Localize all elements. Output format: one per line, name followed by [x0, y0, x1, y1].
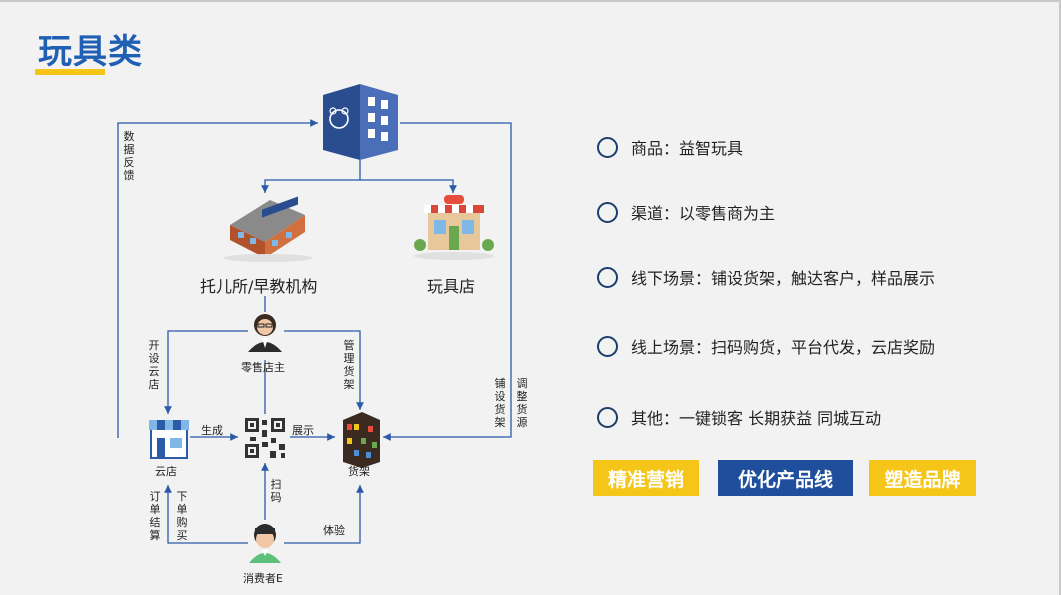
bullet-circle-icon — [597, 266, 618, 288]
consumer-avatar-icon — [249, 524, 281, 563]
edge-order-settle — [164, 485, 248, 544]
edge-building-to-shelf — [383, 122, 512, 441]
bullet-text: 渠道：以零售商为主 — [631, 204, 776, 223]
platform-building-icon — [323, 84, 398, 160]
edge-label-stock-shelf: 铺设货架 — [494, 377, 506, 429]
toy-store-icon — [414, 195, 494, 260]
edge-experience — [284, 485, 364, 544]
edge-retailer-to-cloudstore — [164, 330, 248, 414]
top-border — [0, 0, 1061, 2]
right-border — [1059, 0, 1061, 595]
edge-building-to-toystore — [360, 179, 457, 193]
edge-label-scan: 扫码 — [270, 478, 282, 504]
bullet-text: 线下场景：铺设货架，触达客户，样品展示 — [631, 269, 936, 288]
edge-label-display: 展示 — [292, 424, 314, 437]
qr-code-icon — [245, 418, 285, 458]
node-cloud-store-label: 云店 — [155, 465, 177, 478]
edge-label-place-order: 下单购买 — [176, 490, 188, 542]
bullet-text: 商品：益智玩具 — [631, 139, 744, 158]
bullet-text: 其他：一键锁客 长期获益 同城互动 — [631, 409, 882, 428]
edge-label-generate: 生成 — [201, 424, 223, 437]
bullet-circle-icon — [597, 136, 618, 158]
cloud-store-icon — [149, 420, 189, 459]
node-toy-store-label: 玩具店 — [427, 277, 476, 296]
edge-label-open-cloud-store: 开设云店 — [148, 339, 160, 391]
bullet-item: 线下场景：铺设货架，触达客户，样品展示 — [597, 265, 935, 289]
edge-label-adjust-source: 调整货源 — [516, 377, 528, 429]
node-daycare-label: 托儿所/早教机构 — [200, 277, 318, 296]
node-retailer-label: 零售店主 — [241, 361, 285, 374]
title-underline — [35, 69, 105, 75]
edge-retailer-to-shelf — [284, 330, 364, 410]
edge-data-feedback — [117, 119, 318, 438]
node-consumer-label: 消费者E — [243, 572, 283, 585]
page-title: 玩具类 — [38, 32, 143, 72]
bullet-item: 线上场景：扫码购货，平台代发，云店奖励 — [597, 334, 935, 358]
shelf-icon — [343, 412, 380, 468]
bullet-item: 其他：一键锁客 长期获益 同城互动 — [597, 405, 881, 429]
bullet-item: 商品：益智玩具 — [597, 135, 743, 159]
bullet-circle-icon — [597, 406, 618, 428]
edge-label-experience: 体验 — [323, 524, 345, 537]
bullet-text: 线上场景：扫码购货，平台代发，云店奖励 — [631, 338, 936, 357]
badge-optimize-product-line: 优化产品线 — [718, 460, 853, 496]
edge-label-order-settle: 订单结算 — [149, 490, 161, 542]
edge-label-manage-shelf: 管理货架 — [343, 339, 355, 391]
edge-building-to-daycare — [261, 160, 361, 193]
bullet-item: 渠道：以零售商为主 — [597, 200, 775, 224]
daycare-building-icon — [223, 196, 313, 262]
bullet-circle-icon — [597, 335, 618, 357]
node-shelf-label: 货架 — [348, 465, 370, 478]
retailer-avatar-icon — [248, 314, 282, 352]
bullet-circle-icon — [597, 201, 618, 223]
badge-build-brand: 塑造品牌 — [869, 460, 976, 496]
badge-precision-marketing: 精准营销 — [593, 460, 699, 496]
edge-label-data-feedback: 数据反馈 — [123, 130, 135, 182]
